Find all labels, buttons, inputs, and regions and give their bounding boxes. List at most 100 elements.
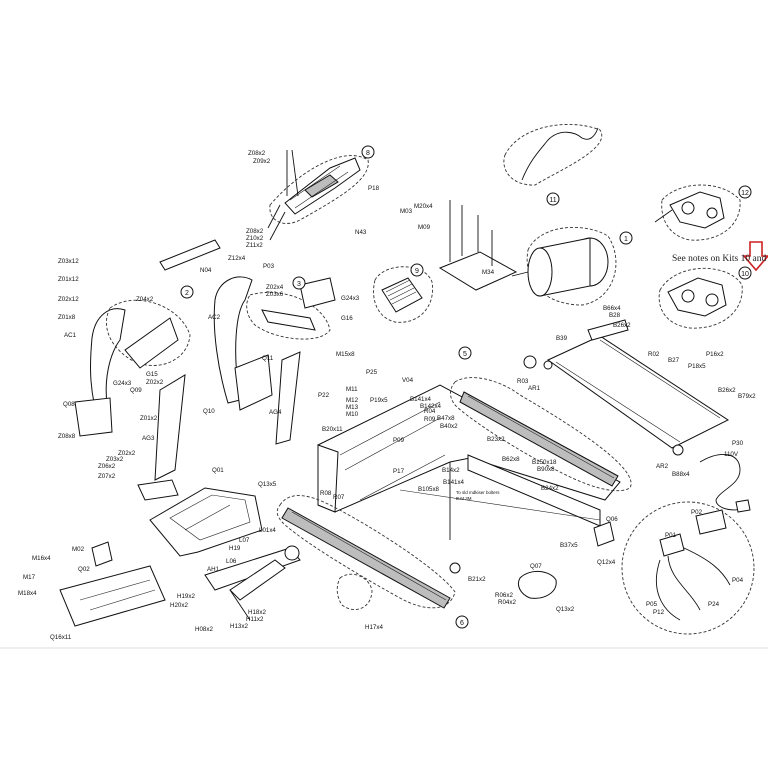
label-Z12x4: Z12x4 — [228, 255, 246, 262]
label-G24x3-right: G24x3 — [341, 295, 360, 302]
label-R04: R04 — [424, 408, 436, 415]
label-G24x3-left: G24x3 — [113, 380, 132, 387]
label-B47x8: B47x8 — [437, 415, 455, 422]
label-H20x2: H20x2 — [170, 602, 188, 609]
label-Z04x2: Z04x2 — [136, 296, 154, 303]
label-N04: N04 — [200, 267, 212, 274]
label-Z03x12: Z03x12 — [58, 258, 79, 265]
label-B14x2: B14x2 — [442, 467, 460, 474]
label-Q12x4: Q12x4 — [597, 559, 616, 566]
label-H17x4: H17x4 — [365, 624, 383, 631]
label-AR2: AR2 — [656, 463, 669, 470]
label-V04: V04 — [402, 377, 414, 384]
label-Q13x5: Q13x5 — [258, 481, 277, 488]
label-M34: M34 — [482, 269, 495, 276]
label-Q13x2: Q13x2 — [556, 606, 575, 613]
label-Z01x2: Z01x2 — [140, 415, 158, 422]
label-R03: R03 — [517, 378, 529, 385]
label-P03: P03 — [263, 263, 275, 270]
left-upright-group — [74, 239, 221, 501]
label-P19x5: P19x5 — [370, 397, 388, 404]
kit-9-board-group — [373, 266, 434, 323]
callout-2: 2 — [185, 290, 189, 297]
label-B39: B39 — [556, 335, 568, 342]
label-R04x2: R04x2 — [498, 599, 516, 606]
label-B26x2: B26x2 — [613, 322, 631, 329]
label-L07: L07 — [239, 537, 250, 544]
label-P30: P30 — [732, 440, 744, 447]
main-frame-group — [317, 384, 621, 574]
label-110V: 110V — [724, 451, 739, 458]
label-B24x2: B24x2 — [541, 485, 559, 492]
label-B28: B28 — [609, 312, 621, 319]
label-B66x4: B66x4 — [603, 305, 621, 312]
label-P09: P09 — [393, 437, 405, 444]
label-AH1: AH1 — [207, 566, 220, 573]
wiring-harness-group — [621, 501, 755, 635]
label-Z03x2: Z03x2 — [106, 456, 124, 463]
callout-4: 8 — [366, 150, 370, 157]
kit-11-cable-group — [503, 124, 603, 186]
label-Z01x8: Z01x8 — [58, 314, 76, 321]
kit-1-motor-group — [511, 227, 617, 306]
label-M13: M13 — [346, 404, 359, 411]
label-M09: M09 — [418, 224, 431, 231]
label-Z02x2-left: Z02x2 — [146, 379, 164, 386]
callout-6: 6 — [460, 620, 464, 627]
label-L01x4: L01x4 — [259, 527, 276, 534]
label-P24: P24 — [708, 601, 720, 608]
label-M17: M17 — [23, 574, 36, 581]
label-B62x8: B62x8 — [502, 456, 520, 463]
label-AC2: AC2 — [208, 314, 221, 321]
label-P16x2: P16x2 — [706, 351, 724, 358]
label-AG4: AG4 — [269, 409, 282, 416]
label-B88x4: B88x4 — [672, 471, 690, 478]
label-M18x4: M18x4 — [18, 590, 37, 597]
label-P18: P18 — [368, 185, 380, 192]
lower-plate-group — [59, 541, 166, 627]
label-AG3: AG3 — [142, 435, 155, 442]
label-P25: P25 — [366, 369, 378, 376]
label-B141x4-b: B141x4 — [443, 479, 465, 486]
label-B26x2-b: B26x2 — [718, 387, 736, 394]
label-G16: G16 — [341, 315, 353, 322]
label-Z08x2-mid: Z08x2 — [246, 228, 264, 235]
label-Q07: Q07 — [530, 563, 542, 570]
kit-12-bracket-group — [654, 184, 741, 241]
label-Z08x8: Z08x8 — [58, 433, 76, 440]
label-N43: N43 — [355, 229, 367, 236]
kit-note-text: See notes on Kits 10 and — [672, 254, 766, 264]
right-upright-group — [213, 276, 336, 445]
label-H13x2: H13x2 — [230, 623, 248, 630]
label-B79x2: B79x2 — [738, 393, 756, 400]
label-B105x8: B105x8 — [418, 486, 440, 493]
label-H19x2: H19x2 — [177, 593, 195, 600]
label-B40x2: B40x2 — [440, 423, 458, 430]
callout-11: 11 — [549, 197, 556, 204]
label-M16x4: M16x4 — [32, 555, 51, 562]
front-cover-group — [336, 521, 615, 610]
callout-3: 3 — [297, 281, 301, 288]
label-B150x18: B150x18 — [532, 459, 557, 466]
callout-12: 12 — [741, 190, 749, 197]
label-H11x2: H11x2 — [246, 616, 264, 623]
kit-6-side-rail-group — [276, 495, 456, 609]
label-H19: H19 — [229, 545, 241, 552]
label-Q02: Q02 — [78, 566, 90, 573]
red-arrow-icon — [742, 241, 768, 272]
label-P18x5: P18x5 — [688, 363, 706, 370]
label-Q11: Q11 — [262, 355, 274, 362]
part-labels: Z08x2 Z09x2 Z08x2 Z10x2 Z11x2 P18 M03 N4… — [18, 150, 756, 641]
label-B90x8: B90x8 — [537, 466, 555, 473]
callout-5: 5 — [463, 351, 467, 358]
label-Q10: Q10 — [203, 408, 215, 415]
kit-5-side-rail-group — [450, 377, 632, 492]
motor-plate — [438, 200, 518, 291]
label-Z09x2-top: Z09x2 — [253, 158, 271, 165]
label-H08x2: H08x2 — [195, 626, 213, 633]
callout-9: 9 — [415, 268, 419, 275]
label-B23x2: B23x2 — [487, 436, 505, 443]
label-Z08x2-top: Z08x2 — [248, 150, 266, 157]
